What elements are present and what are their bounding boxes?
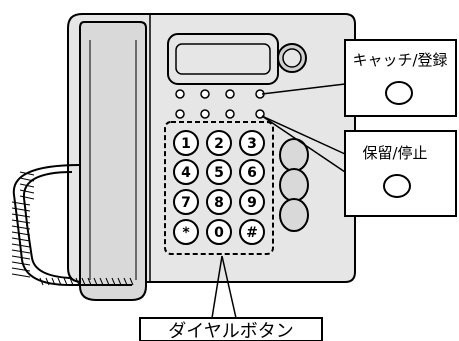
dial-key-label: 5	[214, 165, 224, 181]
dial-key: 8	[206, 189, 232, 215]
dial-key-circle	[173, 219, 199, 245]
dial-key-label: 9	[247, 195, 257, 211]
dial-key-circle	[239, 130, 265, 156]
function-buttons	[175, 89, 265, 119]
dial-key-label: 3	[247, 136, 257, 152]
hold-stop-button-symbol	[383, 174, 411, 198]
dial-key-circle	[239, 219, 265, 245]
dial-keypad: 1 2 3 4 5 6 7 8 9 * 0 #	[164, 121, 274, 255]
dial-key-circle	[239, 189, 265, 215]
dial-key-label: 1	[181, 136, 191, 152]
dial-key: 1	[173, 130, 199, 156]
callout-dial-buttons-label: ダイヤルボタン	[168, 321, 293, 341]
catch-register-button-symbol	[385, 81, 413, 105]
dial-key: 5	[206, 159, 232, 185]
dial-key-label: 4	[181, 165, 191, 181]
dial-key-label: 8	[214, 195, 224, 211]
dial-key-label: #	[246, 225, 258, 241]
callout-catch-register-label: キャッチ/登録	[352, 51, 447, 69]
dial-key-circle	[206, 159, 232, 185]
coiled-cord	[11, 164, 134, 286]
dial-key-label: 0	[214, 225, 224, 241]
dial-key-label: 2	[214, 136, 224, 152]
dial-keypad-outline	[164, 121, 274, 255]
callout-catch-register: キャッチ/登録	[344, 39, 457, 117]
dial-key-label: *	[182, 225, 190, 241]
dial-key-circle	[206, 189, 232, 215]
dial-key: 4	[173, 159, 199, 185]
dial-key-circle	[173, 189, 199, 215]
side-button	[279, 168, 309, 202]
dial-key: 0	[206, 219, 232, 245]
side-button	[279, 198, 309, 232]
dial-key: 9	[239, 189, 265, 215]
function-button	[200, 109, 210, 119]
function-button	[225, 89, 235, 99]
dial-key: 2	[206, 130, 232, 156]
callout-hold-stop: 保留/停止	[344, 130, 457, 217]
dial-key: #	[239, 219, 265, 245]
function-button	[175, 109, 185, 119]
dial-key-label: 6	[247, 165, 257, 181]
function-button	[225, 109, 235, 119]
side-buttons	[279, 138, 309, 232]
callout-dial-buttons: ダイヤルボタン	[139, 317, 323, 341]
dial-key: 7	[173, 189, 199, 215]
dial-key-label: 7	[181, 195, 191, 211]
dial-key: 3	[239, 130, 265, 156]
handset	[79, 21, 147, 301]
dial-key-circle	[173, 159, 199, 185]
dial-key-circle	[206, 219, 232, 245]
dial-key-circle	[206, 130, 232, 156]
function-button	[175, 89, 185, 99]
callout-lines	[211, 83, 346, 319]
dial-key: 6	[239, 159, 265, 185]
dial-key: *	[173, 219, 199, 245]
callout-hold-stop-label: 保留/停止	[362, 144, 427, 162]
dial-key-circle	[239, 159, 265, 185]
function-button	[200, 89, 210, 99]
display-panel	[167, 33, 307, 85]
dial-key-circle	[173, 130, 199, 156]
